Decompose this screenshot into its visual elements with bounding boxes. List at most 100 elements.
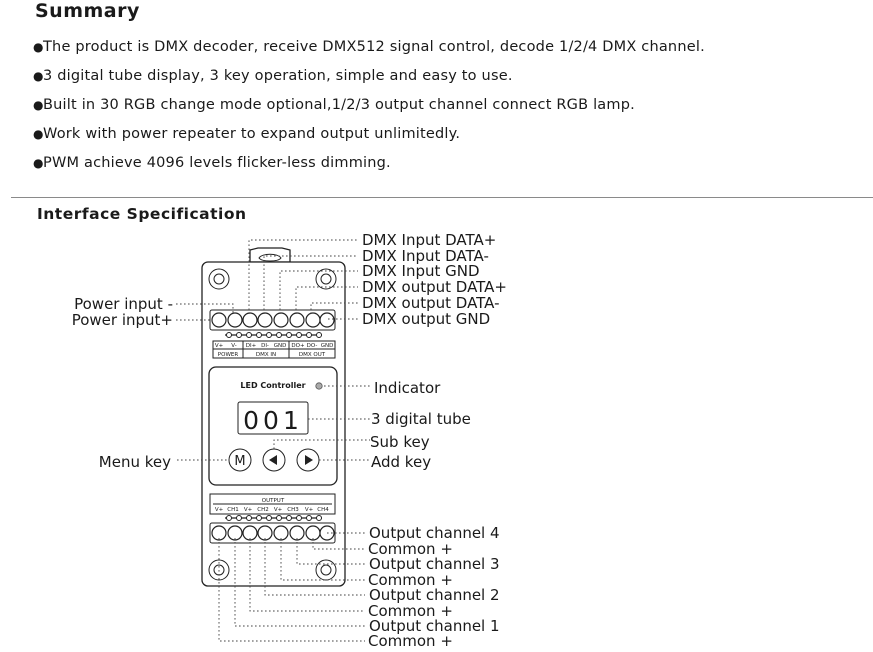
- group-label: POWER: [218, 352, 239, 358]
- terminal-screw-icon: [242, 525, 258, 541]
- terminal-screw-icon: [211, 312, 227, 328]
- terminal-label: V+: [305, 507, 314, 513]
- pin-icon: [226, 332, 232, 338]
- bullet-text: The product is DMX decoder, receive DMX5…: [43, 39, 705, 55]
- callout-sub-key: Sub key: [370, 433, 430, 451]
- bullet-text: PWM achieve 4096 levels flicker-less dim…: [43, 155, 391, 171]
- terminal-label: DO+: [291, 343, 305, 349]
- terminal-label: GND: [274, 343, 287, 349]
- terminal-screw-icon: [227, 312, 243, 328]
- callout-common: Common +: [368, 632, 453, 650]
- pin-icon: [246, 332, 252, 338]
- callout-common: Common +: [368, 571, 453, 589]
- terminal-label: DO-: [307, 343, 318, 349]
- terminal-label: CH1: [227, 507, 238, 513]
- terminal-screw-icon: [305, 525, 321, 541]
- callout-output-ch2: Output channel 2: [369, 586, 500, 604]
- pin-icon: [226, 515, 232, 521]
- top-tab: [249, 247, 291, 263]
- callout-dmx-in-data-plus: DMX Input DATA+: [362, 231, 496, 249]
- callout-indicator: Indicator: [374, 379, 441, 397]
- leader-lines: [176, 239, 370, 642]
- display-value: 001: [243, 406, 303, 435]
- indicator-led-icon: [315, 382, 323, 390]
- pin-icon: [296, 515, 302, 521]
- bullet-text: Work with power repeater to expand outpu…: [43, 126, 461, 142]
- callout-output-ch3: Output channel 3: [369, 555, 500, 573]
- callout-power-input-minus: Power input -: [74, 295, 173, 313]
- bullet-icon: ●: [33, 69, 44, 83]
- list-item: ●3 digital tube display, 3 key operation…: [33, 66, 705, 95]
- callout-power-input-plus: Power input+: [72, 311, 173, 329]
- pin-icon: [266, 515, 272, 521]
- terminal-label: V+: [215, 507, 224, 513]
- terminal-screw-icon: [305, 312, 321, 328]
- terminal-label: CH4: [317, 507, 329, 513]
- callout-menu-key: Menu key: [99, 453, 171, 471]
- callout-dmx-in-gnd: DMX Input GND: [362, 262, 480, 280]
- digital-display: [237, 401, 309, 435]
- callout-output-ch4: Output channel 4: [369, 524, 500, 542]
- list-item: ●The product is DMX decoder, receive DMX…: [33, 37, 705, 66]
- terminal-label: DI-: [261, 343, 269, 349]
- section-divider: [11, 197, 873, 198]
- terminal-screw-icon: [227, 525, 243, 541]
- summary-title: Summary: [35, 0, 140, 22]
- callout-common: Common +: [368, 602, 453, 620]
- pin-icon: [296, 332, 302, 338]
- terminal-screw-icon: [289, 525, 305, 541]
- summary-list: ●The product is DMX decoder, receive DMX…: [33, 37, 705, 182]
- terminal-screw-icon: [257, 312, 273, 328]
- bullet-text: 3 digital tube display, 3 key operation,…: [43, 68, 513, 84]
- list-item: ●PWM achieve 4096 levels flicker-less di…: [33, 153, 705, 182]
- panel-title: LED Controller: [240, 381, 305, 390]
- terminal-label: CH2: [257, 507, 268, 513]
- callout-dmx-in-data-minus: DMX Input DATA-: [362, 247, 489, 265]
- terminal-screw-icon: [273, 525, 289, 541]
- output-label-strip: [209, 493, 336, 515]
- bullet-text: Built in 30 RGB change mode optional,1/2…: [43, 97, 635, 113]
- terminal-label: V+: [274, 507, 283, 513]
- terminal-screw-icon: [242, 312, 258, 328]
- menu-key[interactable]: M: [228, 448, 252, 472]
- terminal-label: DI+: [246, 343, 257, 349]
- callout-dmx-out-data-plus: DMX output DATA+: [362, 278, 507, 296]
- terminal-screw-icon: [211, 525, 227, 541]
- top-terminal-pins: [225, 332, 322, 338]
- bullet-icon: ●: [33, 156, 44, 170]
- pin-icon: [236, 332, 242, 338]
- pin-icon: [256, 332, 262, 338]
- callout-dmx-out-gnd: DMX output GND: [362, 310, 490, 328]
- mount-hole-icon: [315, 268, 337, 290]
- terminal-screw-icon: [319, 312, 335, 328]
- callout-dmx-out-data-minus: DMX output DATA-: [362, 294, 500, 312]
- callout-output-ch1: Output channel 1: [369, 617, 500, 635]
- bullet-icon: ●: [33, 40, 44, 54]
- bullet-icon: ●: [33, 127, 44, 141]
- output-title: OUTPUT: [262, 498, 285, 504]
- mount-hole-icon: [315, 559, 337, 581]
- terminal-screw-icon: [273, 312, 289, 328]
- list-item: ●Built in 30 RGB change mode optional,1/…: [33, 95, 705, 124]
- top-terminal-screws: [211, 312, 335, 328]
- terminal-screw-icon: [289, 312, 305, 328]
- pin-icon: [286, 515, 292, 521]
- terminal-label: CH3: [287, 507, 299, 513]
- pin-icon: [286, 332, 292, 338]
- output-terminal-screws: [211, 525, 335, 541]
- pin-icon: [316, 515, 322, 521]
- pin-icon: [306, 515, 312, 521]
- callout-common: Common +: [368, 540, 453, 558]
- triangle-left-icon: [269, 455, 277, 465]
- top-terminal-block: [209, 309, 336, 331]
- pin-icon: [266, 332, 272, 338]
- terminal-label: V-: [231, 343, 236, 349]
- output-terminal-pins: [225, 515, 322, 521]
- mount-hole-icon: [208, 268, 230, 290]
- pin-icon: [316, 332, 322, 338]
- pin-icon: [276, 332, 282, 338]
